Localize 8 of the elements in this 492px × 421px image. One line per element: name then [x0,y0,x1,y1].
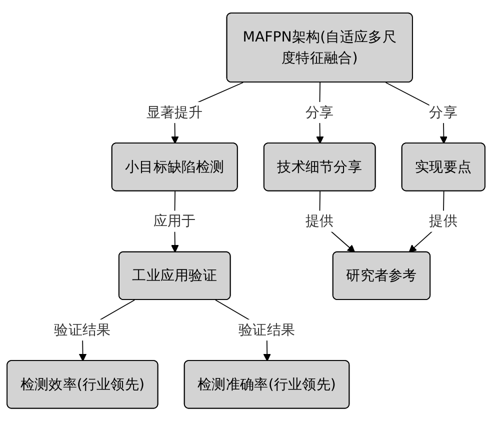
edge-label: 分享 [305,104,334,120]
edge-label: 提供 [305,212,334,230]
edge-label: 分享 [429,104,458,120]
edge-label: 验证结果 [238,321,296,338]
edge-label: 验证结果 [54,321,111,338]
edge-label: 提供 [429,212,458,230]
edge-label: 显著提升 [146,104,203,120]
edge-label: 应用于 [153,212,196,230]
